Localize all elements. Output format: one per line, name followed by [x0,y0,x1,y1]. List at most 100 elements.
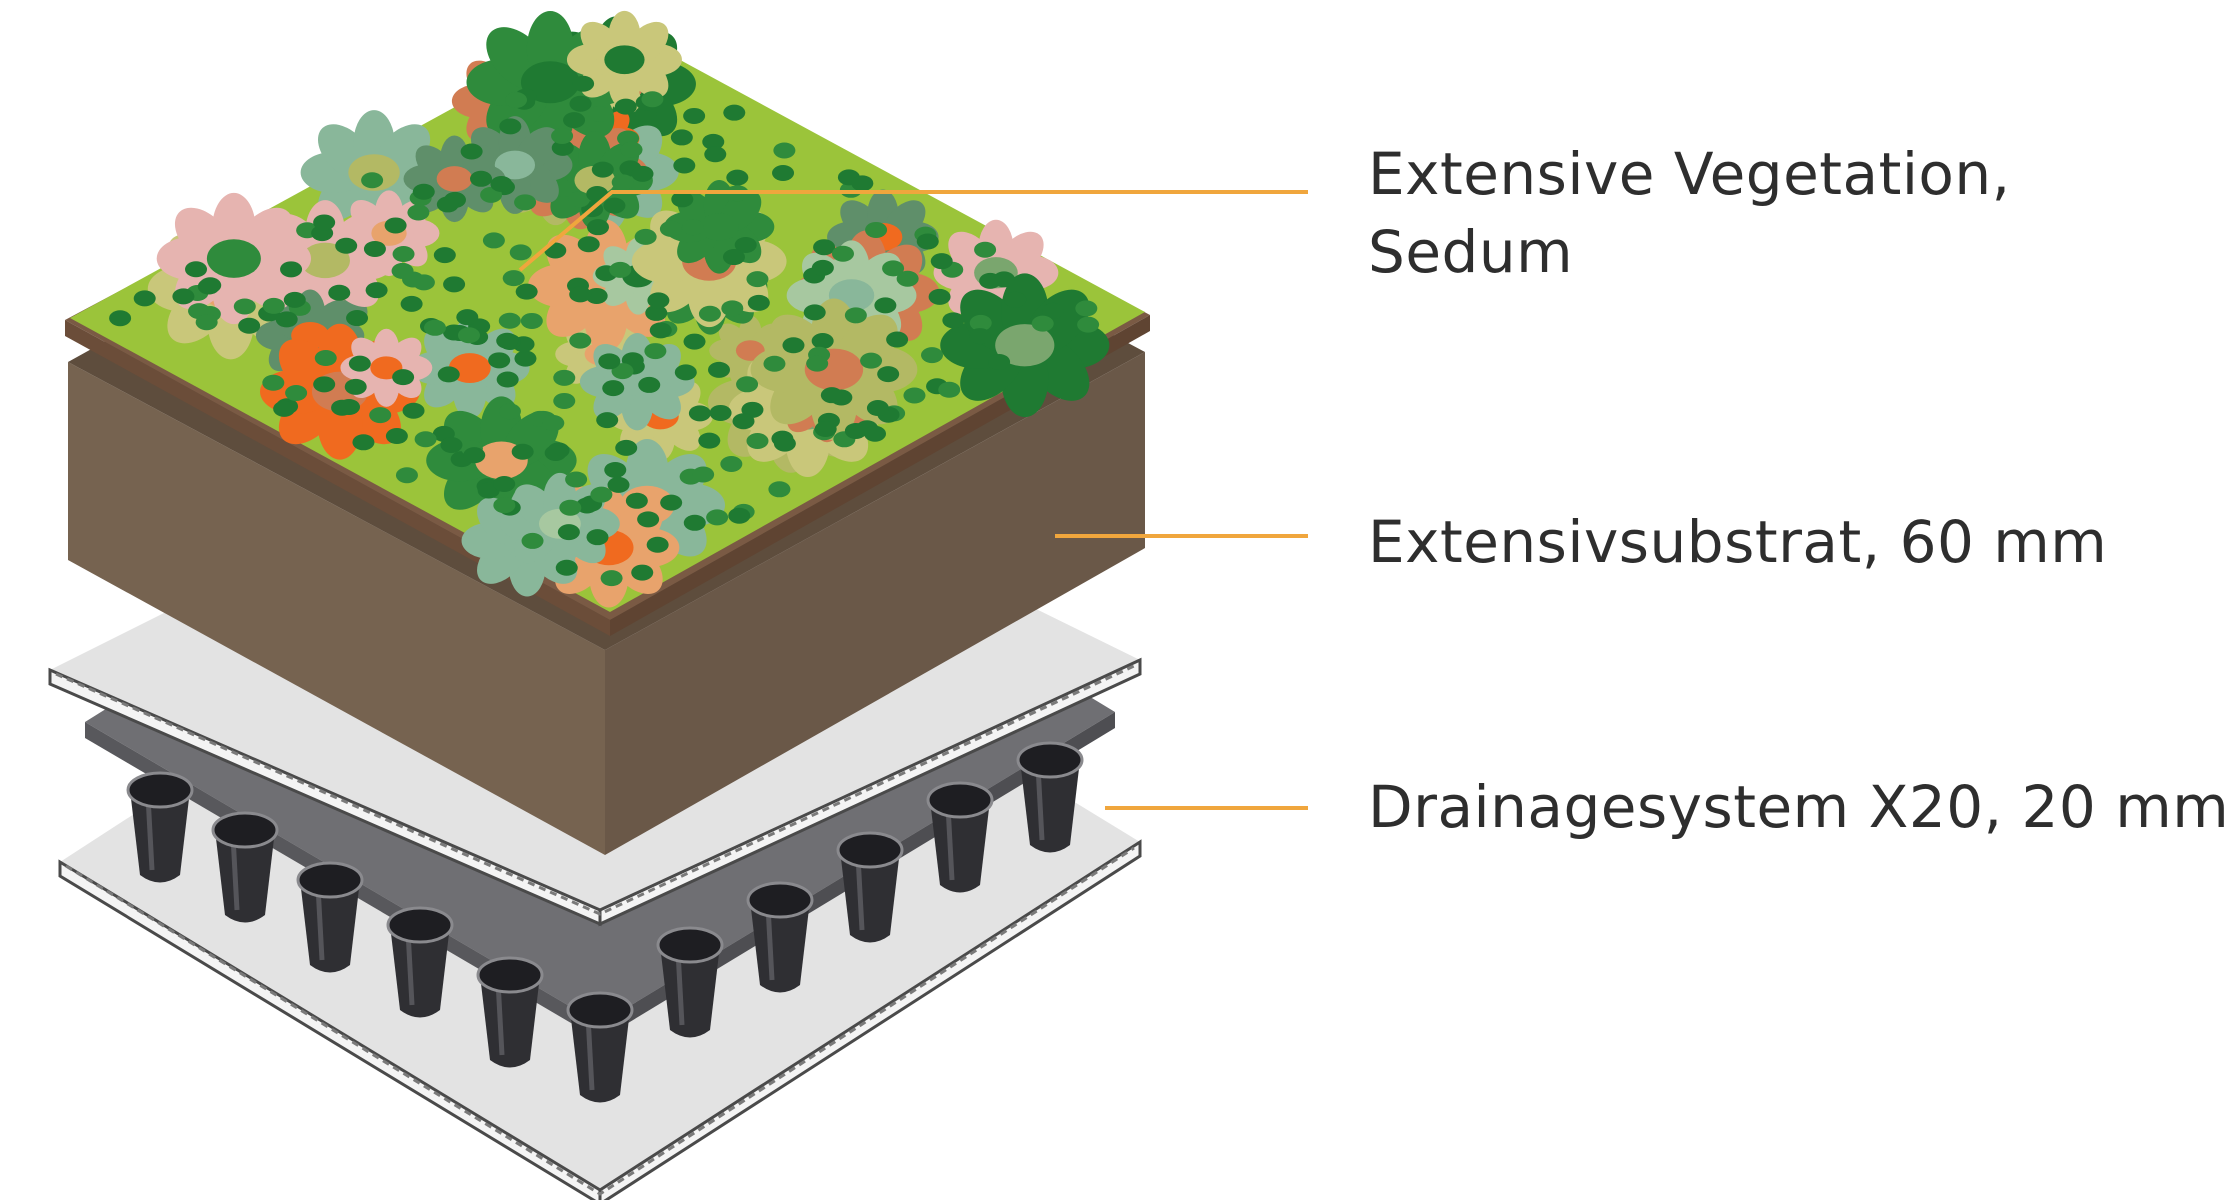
sedum-leaf-dot [649,322,672,339]
sedum-leaf-dot [283,291,306,308]
sedum-leaf-dot [811,259,834,276]
sedum-leaf-dot [199,277,222,294]
sedum-leaf-dot [569,332,592,349]
sedum-leaf-dot [772,164,795,181]
sedum-leaf-dot [482,232,505,249]
sedum-leaf-dot [463,447,486,464]
sedum-leaf-dot [746,271,769,288]
sedum-leaf-dot [641,91,664,108]
sedum-leaf-dot [457,327,480,344]
sedum-leaf-dot [882,260,905,277]
sedum-leaf-dot [614,98,637,115]
sedum-leaf-dot [865,221,888,238]
sedum-leaf-dot [806,355,829,372]
drainage-cup [656,926,724,1038]
drainage-cup [926,781,994,893]
sedum-leaf-dot [172,288,195,305]
sedum-leaf-dot [930,253,953,270]
drainage-cup [386,906,454,1018]
sedum-leaf-dot [590,486,613,503]
sedum-leaf-dot [1031,315,1054,332]
sedum-leaf-dot [391,262,414,279]
sedum-leaf-dot [921,347,944,364]
sedum-leaf-dot [736,376,759,393]
sedum-leaf-dot [280,261,303,278]
sedum-leaf-dot [631,165,654,182]
sedum-leaf-dot [262,374,285,391]
sedum-leaf-dot [683,107,706,124]
sedum-leaf-dot [493,475,516,492]
sedum-leaf-dot [860,352,883,369]
sedum-leaf-dot [1075,300,1098,317]
sedum-leaf-dot [814,421,837,438]
sedum-leaf-dot [542,415,565,432]
sedum-leaf-dot [1077,316,1100,333]
sedum-leaf-dot [625,492,648,509]
sedum-leaf-dot [723,104,746,121]
sedum-leaf-dot [638,376,661,393]
sedum-leaf-dot [607,476,630,493]
sedum-leaf-dot [722,249,745,266]
sedum-leaf-dot [813,239,836,256]
sedum-leaf-dot [335,237,358,254]
sedum-leaf-dot [395,467,418,484]
sedum-leaf-dot [369,407,392,424]
sedum-leaf-dot [698,305,721,322]
sedum-leaf-dot [746,432,769,449]
sedum-leaf-dot [673,157,696,174]
sedum-leaf-dot [414,431,437,448]
sedum-leaf-dot [412,274,435,291]
sedum-leaf-dot [385,428,408,445]
sedum-leaf-dot [968,328,991,345]
sedum-leaf-dot [603,197,626,214]
sedum-leaf-dot [314,350,337,367]
drainage-cup [836,831,904,943]
sedum-leaf-dot [490,176,513,193]
sedum-leaf-dot [709,404,732,421]
sedum-leaf-dot [866,400,889,417]
sedum-leaf-dot [233,298,256,315]
sedum-leaf-dot [688,405,711,422]
sedum-leaf-dot [682,219,705,236]
sedum-leaf-dot [768,481,791,498]
sedum-leaf-dot [423,319,446,336]
sedum-leaf-dot [565,471,588,488]
sedum-leaf-dot [412,183,435,200]
sedum-leaf-dot [498,403,521,420]
sedum-leaf-dot [683,333,706,350]
sedum-leaf-dot [831,245,854,262]
sedum-leaf-dot [974,241,997,258]
sedum-leaf-dot [273,400,296,417]
drainage-cup [126,771,194,883]
label-vegetation-line2: Sedum [1368,218,1574,286]
sedum-leaf-dot [511,443,534,460]
sedum-leaf-dot [567,191,590,208]
sedum-leaf-dot [586,529,609,546]
sedum-leaf-dot [598,353,621,370]
sedum-leaf-dot [886,331,909,348]
drainage-cups [126,741,1084,1103]
drainage-cup [746,881,814,993]
sedum-leaf-dot [493,497,516,514]
sedum-leaf-dot [514,194,537,211]
drainage-cup [566,991,634,1103]
sedum-leaf-dot [313,376,336,393]
sedum-leaf-dot [551,139,574,156]
sedum-leaf-dot [502,270,525,287]
sedum-leaf-dot [553,369,576,386]
leader-lines [518,190,1308,810]
sedum-rosette [566,10,682,109]
label-drainage: Drainagesystem X20, 20 mm [1368,773,2229,841]
sedum-leaf-dot [803,304,826,321]
sedum-leaf-dot [109,310,132,327]
sedum-leaf-dot [979,272,1002,289]
sedum-leaf-dot [721,300,744,317]
sedum-leaf-dot [773,435,796,452]
sedum-leaf-dot [600,570,623,587]
sedum-leaf-dot [496,371,519,388]
sedum-leaf-dot [470,170,493,187]
sedum-leaf-dot [698,432,721,449]
sedum-leaf-dot [728,507,751,524]
sedum-leaf-dot [631,564,654,581]
sedum-leaf-dot [896,270,919,287]
